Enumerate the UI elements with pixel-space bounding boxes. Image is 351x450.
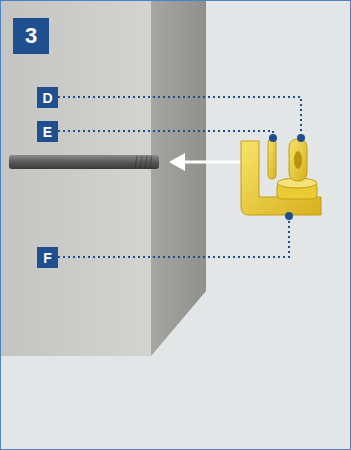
insert-arrow xyxy=(183,161,247,164)
arrow-head xyxy=(169,153,185,171)
rod-thread xyxy=(135,156,152,168)
concrete-side xyxy=(151,1,206,356)
leader-dots xyxy=(269,134,305,220)
callout-letter: F xyxy=(37,247,58,268)
nut xyxy=(289,139,307,181)
callout-letter: D xyxy=(37,87,58,108)
nut-hole xyxy=(294,151,302,169)
step-number: 3 xyxy=(13,18,49,54)
callout-letter: E xyxy=(37,121,58,142)
threaded-rod xyxy=(9,155,159,169)
leader-lines xyxy=(58,97,301,257)
washer xyxy=(268,139,276,179)
concrete-front xyxy=(1,1,151,356)
angle-bracket xyxy=(241,141,321,215)
